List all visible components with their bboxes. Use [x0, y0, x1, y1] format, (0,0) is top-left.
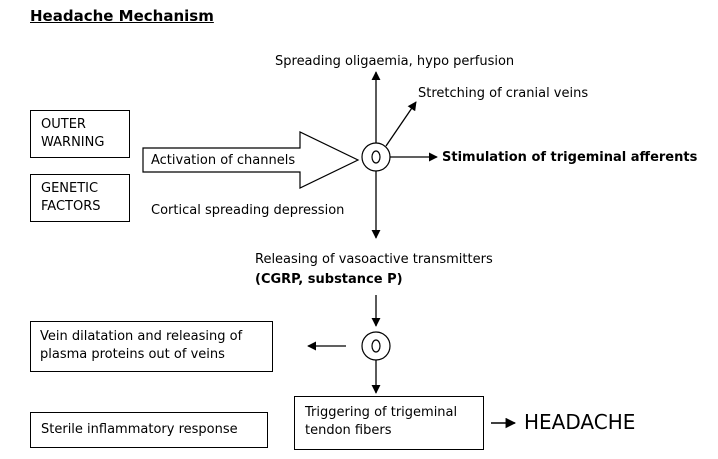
activation-big-arrow	[142, 131, 360, 189]
stimulation-trigeminal-label: Stimulation of trigeminal afferents	[442, 150, 698, 165]
activation-channels-label: Activation of channels	[151, 153, 296, 168]
upper-node-outer	[361, 142, 391, 172]
sterile-inflammatory-line: Sterile inflammatory response	[41, 422, 238, 437]
page-title: Headache Mechanism	[30, 7, 214, 25]
vein-dilatation-box: Vein dilatation and releasing of plasma …	[30, 321, 273, 372]
triggering-box: Triggering of trigeminal tendon fibers	[294, 396, 484, 450]
sterile-inflammatory-box: Sterile inflammatory response	[30, 412, 268, 448]
stretching-veins-label: Stretching of cranial veins	[418, 86, 589, 101]
vein-dilatation-line-2: plasma proteins out of veins	[40, 347, 225, 362]
genetic-factors-line-2: FACTORS	[41, 199, 101, 214]
spreading-oligaemia-label: Spreading oligaemia, hypo perfusion	[275, 54, 515, 69]
upper-node-inner	[371, 150, 381, 164]
genetic-factors-line-1: GENETIC	[41, 181, 99, 196]
triggering-line-2: tendon fibers	[305, 423, 392, 438]
outer-warning-line-1: OUTER	[41, 117, 86, 132]
arrow-diag-veins	[385, 101, 417, 147]
lower-node-inner	[371, 339, 381, 353]
cortical-spreading-label: Cortical spreading depression	[151, 203, 345, 218]
lower-node-outer	[361, 331, 391, 361]
outer-warning-box: OUTER WARNING	[30, 110, 130, 158]
genetic-factors-box: GENETIC FACTORS	[30, 174, 130, 222]
vein-dilatation-line-1: Vein dilatation and releasing of	[40, 329, 243, 344]
headache-label: HEADACHE	[524, 410, 636, 434]
cgrp-label: (CGRP, substance P)	[255, 272, 403, 287]
releasing-vasoactive-label: Releasing of vasoactive transmitters	[255, 252, 493, 267]
outer-warning-line-2: WARNING	[41, 135, 105, 150]
triggering-line-1: Triggering of trigeminal	[305, 405, 458, 420]
